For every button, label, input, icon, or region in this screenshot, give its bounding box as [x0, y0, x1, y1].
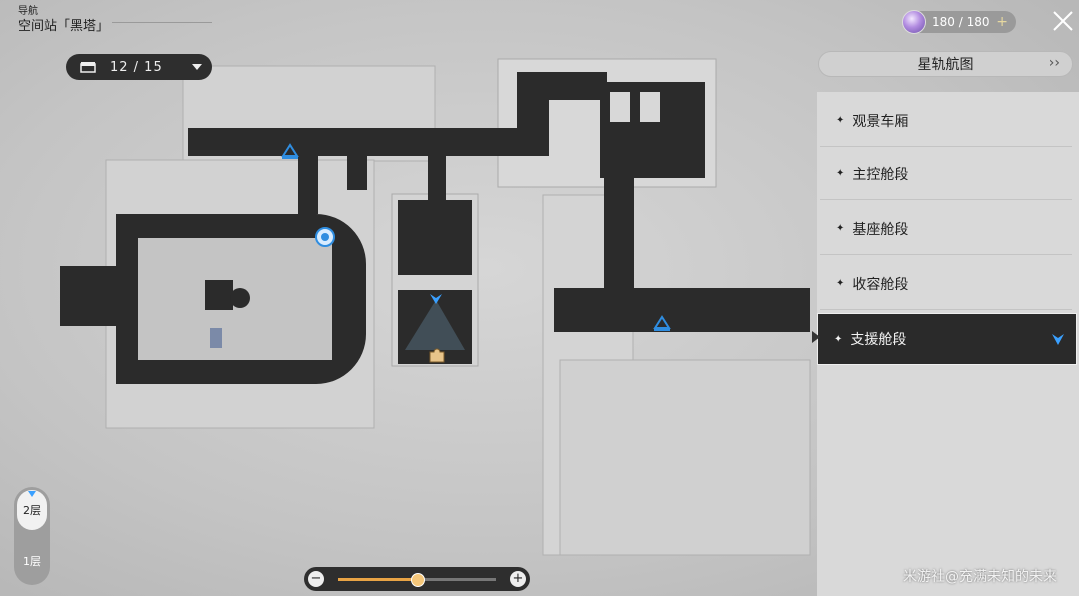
area-item-label: 支援舱段 [850, 332, 907, 348]
puzzle-piece-icon[interactable] [427, 346, 447, 364]
selection-arrow-icon [812, 331, 820, 343]
navigation-label: 导航 [18, 6, 38, 17]
trailblaze-power-icon [902, 10, 926, 34]
zoom-fill [338, 578, 417, 581]
chest-count: 12 / 15 [110, 59, 163, 75]
area-item-storage-zone[interactable]: ✦ 收容舱段 [820, 258, 1072, 310]
area-item-base-zone[interactable]: ✦ 基座舱段 [820, 203, 1072, 255]
chevron-right-icon: ›› [1048, 55, 1060, 71]
navigation-header: 导航 空间站「黑塔」 [18, 6, 109, 36]
trailblaze-power[interactable]: 180 / 180 + [902, 10, 1016, 34]
trailblaze-power-value: 180 / 180 [932, 15, 990, 29]
current-location-icon [1052, 334, 1064, 345]
star-icon: ✦ [836, 223, 845, 234]
area-item-label: 主控舱段 [852, 166, 909, 183]
area-item-label: 观景车厢 [852, 113, 909, 130]
star-rail-map-label: 星轨航图 [917, 57, 974, 73]
star-icon: ✦ [836, 115, 845, 126]
space-anchor-icon[interactable] [280, 142, 300, 162]
close-icon[interactable] [1052, 10, 1074, 32]
location-title: 空间站「黑塔」 [18, 19, 110, 34]
star-icon: ✦ [834, 333, 843, 345]
area-item-master-control-zone[interactable]: ✦ 主控舱段 [820, 148, 1072, 200]
teleport-waypoint-icon[interactable] [314, 226, 336, 248]
zoom-in-button[interactable]: + [510, 571, 526, 587]
add-power-button[interactable]: + [996, 14, 1008, 30]
star-rail-map-button[interactable]: 星轨航图 ›› [818, 51, 1073, 77]
dropdown-arrow-icon [192, 64, 202, 70]
area-item-supply-zone[interactable]: ✦ 支援舱段 [817, 313, 1077, 365]
area-item-label: 基座舱段 [852, 221, 909, 238]
watermark: 米游社@充满未知的未来 [903, 569, 1057, 585]
player-position-icon [430, 294, 442, 304]
area-item-label: 收容舱段 [852, 276, 909, 293]
current-floor-icon [28, 491, 36, 497]
floor-1-button[interactable]: 1层 [23, 555, 41, 568]
star-icon: ✦ [836, 168, 845, 179]
area-item-parlor-car[interactable]: ✦ 观景车厢 [820, 95, 1072, 147]
zoom-out-button[interactable]: − [308, 571, 324, 587]
chest-icon [80, 62, 96, 73]
star-icon: ✦ [836, 278, 845, 289]
zoom-slider-handle[interactable] [411, 573, 425, 587]
space-anchor-icon[interactable] [652, 314, 672, 334]
chest-counter-dropdown[interactable]: 12 / 15 [66, 54, 212, 80]
header-divider [112, 22, 212, 23]
